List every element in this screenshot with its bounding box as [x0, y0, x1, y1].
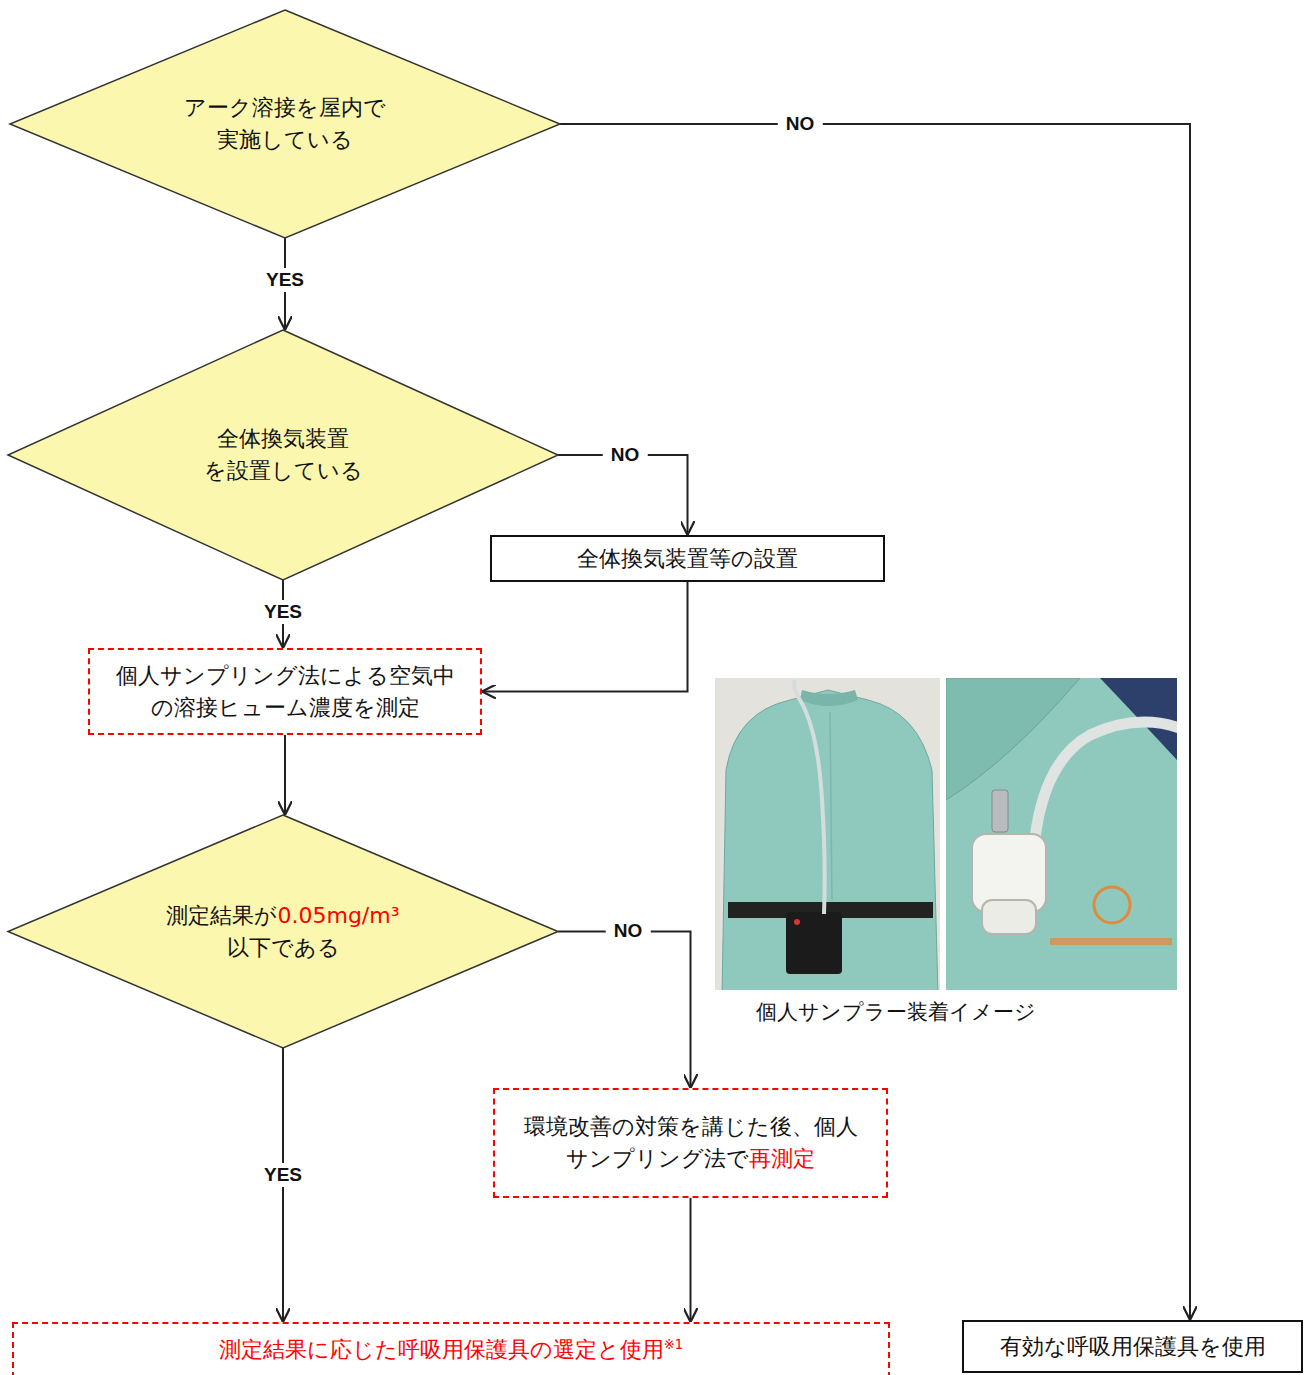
text-run: 0.05mg/m³	[277, 903, 399, 928]
sampling-tube	[794, 680, 824, 914]
branch-label: NO	[778, 112, 823, 136]
diamond-outline	[8, 815, 558, 1048]
decision-diamond: 測定結果が0.05mg/m³ 以下である	[8, 815, 558, 1048]
node-text: 測定結果に応じた呼吸用保護具の選定と使用※1	[219, 1334, 683, 1366]
text-run: アーク溶接を屋内で 実施している	[184, 95, 386, 152]
text-run: 有効な呼吸用保護具を使用	[1000, 1334, 1266, 1359]
node-text: 全体換気装置 を設置している	[200, 423, 366, 487]
flow-arrow	[482, 582, 688, 692]
process-box: 全体換気装置等の設置	[490, 535, 885, 582]
text-run: ※1	[664, 1337, 683, 1352]
branch-label: NO	[603, 443, 648, 467]
clip	[992, 790, 1008, 832]
jacket-collar	[800, 690, 858, 706]
measure-box: 環境改善の対策を講じた後、個人 サンプリング法で再測定	[493, 1088, 888, 1198]
text-run: 個人サンプリング法による空気中 の溶接ヒューム濃度を測定	[116, 663, 455, 720]
text-run: 測定結果に応じた呼吸用保護具の選定と使用	[219, 1337, 664, 1362]
sampler-cap	[982, 900, 1036, 934]
jacket-lapel	[946, 678, 1080, 800]
diamond-shape	[8, 815, 558, 1048]
node-text: 全体換気装置等の設置	[577, 543, 798, 575]
text-run: 測定結果が	[166, 903, 277, 928]
branch-label: YES	[258, 268, 312, 292]
logo-emblem	[1094, 887, 1130, 923]
diamond-shape	[10, 10, 560, 238]
photo-collar	[946, 678, 1177, 990]
decision-diamond: アーク溶接を屋内で 実施している	[10, 10, 560, 238]
jacket-seam	[830, 712, 832, 900]
node-text: アーク溶接を屋内で 実施している	[179, 92, 391, 156]
text-run: 全体換気装置等の設置	[577, 546, 798, 571]
pump-light	[794, 919, 800, 925]
text-run: 以下である	[227, 935, 340, 960]
measure-box: 個人サンプリング法による空気中 の溶接ヒューム濃度を測定	[88, 648, 482, 735]
result-box: 測定結果に応じた呼吸用保護具の選定と使用※1	[12, 1322, 890, 1375]
flow-arrow	[558, 455, 688, 535]
photo-back	[715, 678, 940, 990]
node-text: 環境改善の対策を講じた後、個人 サンプリング法で再測定	[520, 1111, 862, 1175]
embroidery	[1050, 938, 1172, 945]
node-text: 測定結果が0.05mg/m³ 以下である	[158, 900, 408, 964]
node-text: 個人サンプリング法による空気中 の溶接ヒューム濃度を測定	[112, 660, 458, 724]
flow-arrow	[558, 932, 691, 1089]
text-run: 全体換気装置 を設置している	[204, 426, 363, 483]
process-box: 有効な呼吸用保護具を使用	[962, 1320, 1303, 1373]
sampling-tube	[1035, 722, 1177, 838]
diamond-shape	[8, 330, 558, 580]
diamond-outline	[10, 10, 560, 238]
jacket-back	[722, 690, 938, 990]
text-run: 再測定	[749, 1146, 815, 1171]
branch-label: YES	[256, 600, 310, 624]
decision-diamond: 全体換気装置 を設置している	[8, 330, 558, 580]
flow-arrow	[284, 735, 286, 815]
flow-arrow	[690, 1198, 692, 1322]
diamond-outline	[8, 330, 558, 580]
branch-label: NO	[606, 919, 651, 943]
branch-label: YES	[256, 1163, 310, 1187]
node-text: 有効な呼吸用保護具を使用	[1000, 1331, 1266, 1363]
sampling-pump	[786, 912, 842, 974]
photo-caption: 個人サンプラー装着イメージ	[756, 998, 1036, 1026]
